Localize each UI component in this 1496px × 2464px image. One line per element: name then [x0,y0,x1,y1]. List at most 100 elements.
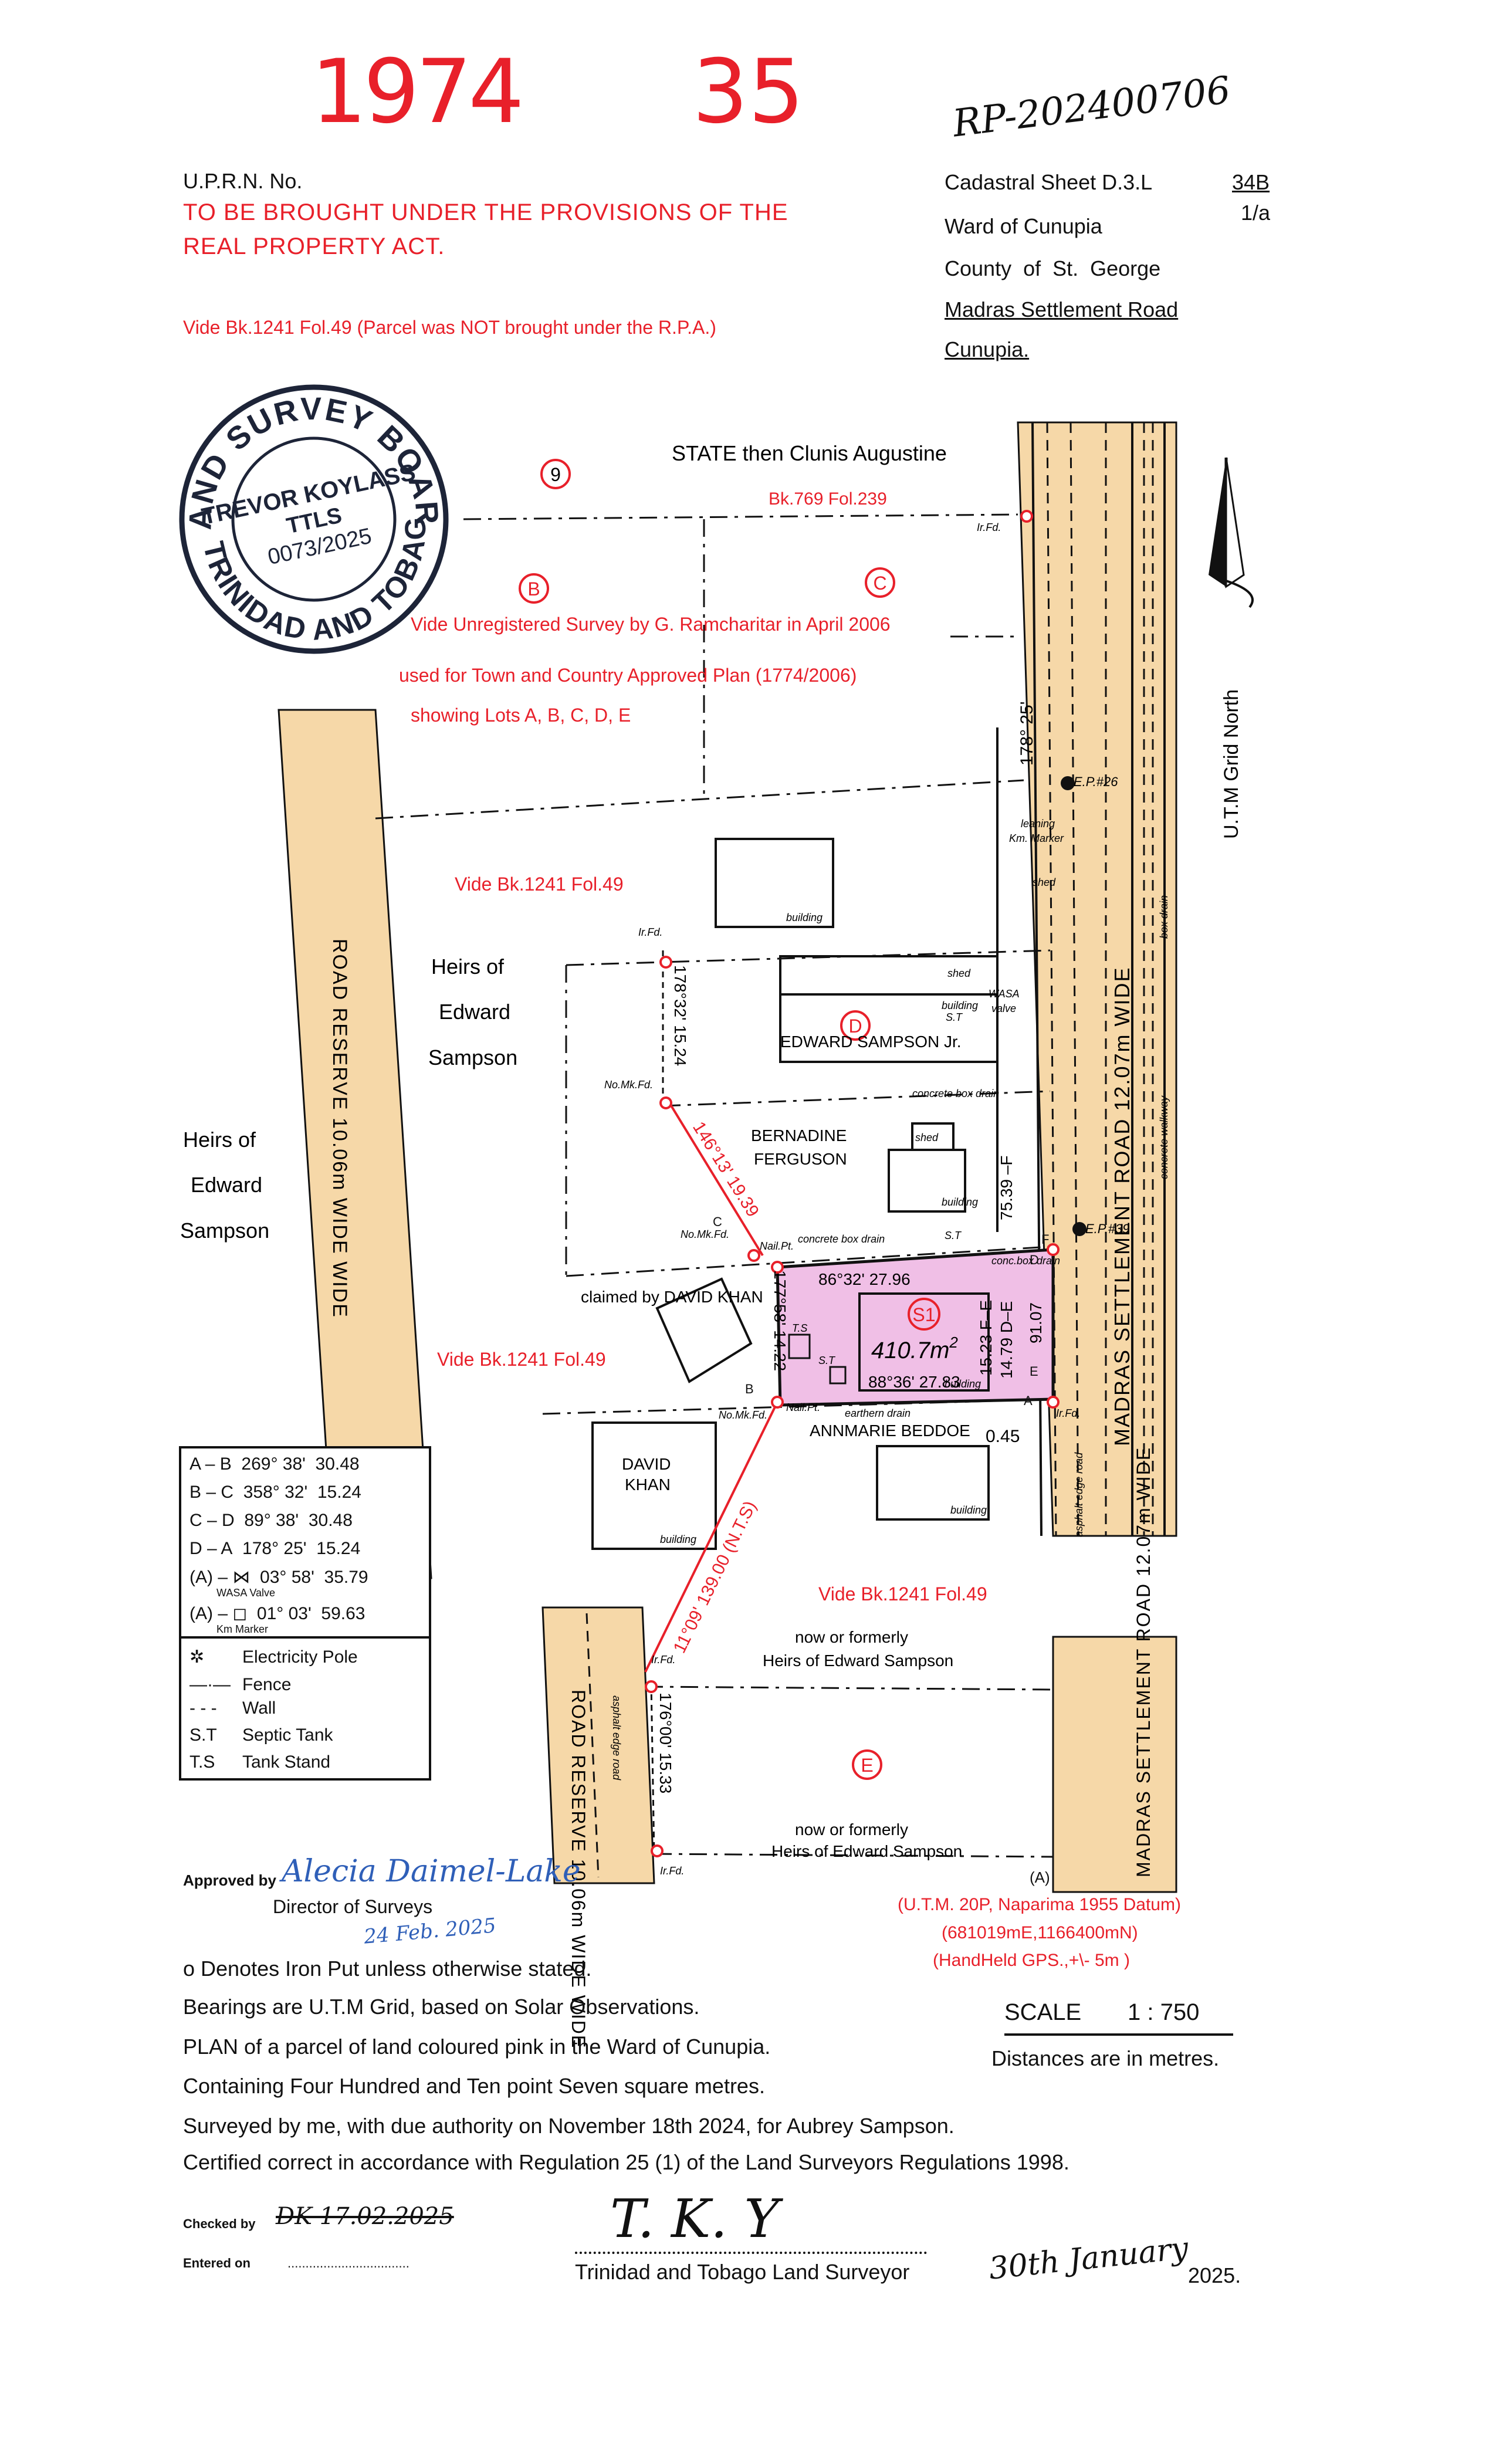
parcel-area: 410.7m2 [871,1333,958,1363]
entered-on-value: .................................. [287,2256,409,2270]
north-arrow [1209,457,1254,608]
county: County of St. George [945,256,1161,280]
point-c: C [713,1214,722,1229]
road-reserve-bottom [541,1606,655,1884]
scale-box: SCALE 1 : 750 [1004,1995,1233,2036]
label-boxdrain: box drain [1158,895,1170,939]
legend-row: (A) – ⋈ 03° 58' 35.79 [189,1568,368,1587]
label-building-6: building [950,1504,987,1516]
heirs-2-line-2: Edward [191,1173,262,1197]
label-nomkfd-3: No.Mk.Fd. [719,1409,767,1421]
entered-on-label: Entered on [183,2256,251,2270]
now-formerly-1b: Heirs of Edward Sampson [763,1651,953,1670]
road-reserve-left-label: ROAD RESERVE 10.06m WIDE WIDE [329,939,351,1318]
legend-row: (A) – ◻ 01° 03' 59.63 [189,1604,365,1623]
label-walkway: concrete walkway [1158,1095,1170,1179]
unregistered-line-3: showing Lots A, B, C, D, E [411,705,631,726]
label-st-2: S.T [946,1011,963,1023]
bearing-9107: 91.07 [1027,1302,1045,1343]
vide-ref-2: Vide Bk.1241 Fol.49 [437,1349,606,1370]
point-e: E [1030,1364,1038,1379]
bernadine-1: BERNADINE [751,1126,847,1145]
scale-value: 1 : 750 [1128,1999,1200,2025]
label-valve: valve [991,1003,1016,1014]
heirs-2-line-1: Heirs of [183,1128,256,1152]
label-ts: T.S [792,1322,807,1334]
rpa-line-2: REAL PROPERTY ACT. [183,233,445,259]
legend-symbol-pole: ✲Electricity Pole [189,1647,358,1667]
approved-by-label: Approved by [183,1871,276,1889]
label-leaning: leaning [1021,818,1055,830]
label-asphalt-2: asphalt edge road [611,1695,622,1781]
label-km-marker: Km. Marker [1009,832,1064,844]
bearing-right-2: 14.79 D–E [997,1301,1016,1379]
label-building-3: building [942,1196,978,1208]
legend-wasa-note: WASA Valve [216,1587,276,1599]
label-shed-2: shed [915,1132,939,1143]
label-irfd-4: Ir.Fd. [651,1654,675,1666]
electricity-pole-icon: ✲ [189,1647,205,1667]
sheet-bottom: 1/a [1241,201,1271,225]
legend-row: A – B 269° 38' 30.48 [189,1454,360,1474]
madras-road-label: MADRAS SETTLEMENT ROAD 12.07m WIDE [1110,967,1134,1446]
label-st: S.T [945,1230,962,1241]
director-signature: Alecia Daimel-Lake [282,1854,581,1889]
heirs-1-line-1: Heirs of [431,955,505,979]
madras-road-upper [1017,421,1177,1537]
note-surveyed: Surveyed by me, with due authority on No… [183,2114,955,2138]
building-annmarie [876,1445,990,1521]
survey-line-146 [665,1096,764,1257]
building-upper [715,838,834,928]
label-concrete-drain-1: concrete box drain [912,1088,999,1099]
surveyor-signature: T. K. Y [610,2188,779,2250]
unregistered-line-2: used for Town and Country Approved Plan … [399,665,857,686]
ward: Ward of Cunupia [945,214,1102,238]
plan-number-left: 1974 [311,41,524,143]
edward-jr: EDWARD SAMPSON Jr. [780,1033,962,1051]
vide-note-header: Vide Bk.1241 Fol.49 (Parcel was NOT brou… [183,317,716,338]
town-name: Cunupia. [945,337,1030,361]
grid-north: U.T.M Grid North [1220,689,1243,839]
road-name: Madras Settlement Road [945,297,1179,321]
bearing-top: 86°32' 27.96 [818,1270,911,1288]
septic-tank [829,1366,847,1385]
label-st-3: S.T [818,1355,836,1366]
label-irfd-3: Ir.Fd. [1056,1407,1080,1419]
label-shed-3: shed [1033,876,1056,888]
survey-line-long [644,1402,779,1673]
checked-by-label: Checked by [183,2216,256,2231]
lot-9: 9 [550,464,561,485]
legend-row: B – C 358° 32' 15.24 [189,1483,361,1502]
label-irfd-2: Ir.Fd. [638,926,662,938]
label-concrete-drain-2: concrete box drain [798,1233,885,1245]
tank-stand [788,1333,811,1359]
heirs-1-line-3: Sampson [428,1045,517,1069]
claimed-label: claimed by DAVID KHAN [581,1288,763,1306]
lot-e: E [861,1755,873,1776]
now-formerly-2b: Heirs of Edward Sampson [771,1842,962,1860]
distances-note: Distances are in metres. [991,2046,1220,2070]
label-building-4: building [945,1378,981,1390]
state-owner: STATE then Clunis Augustine [672,441,947,465]
madras-road-bottom-label: MADRAS SETTLEMENT ROAD 12.07m WIDE [1133,1447,1154,1877]
madras-road-lower [1052,1636,1177,1893]
plan-number-right: 35 [692,41,804,143]
area-value: 410.7m [871,1338,949,1363]
label-earthen-drain: earthern drain [845,1407,911,1419]
legend-km-note: Km Marker [216,1623,269,1635]
label-ep39: E.P.#39 [1085,1221,1129,1236]
lot-d: D [848,1016,862,1037]
surveyor-title: Trinidad and Tobago Land Surveyor [575,2260,910,2284]
label-nomkfd-2: No.Mk.Fd. [681,1228,729,1240]
legend-box: A – B 269° 38' 30.48 B – C 358° 32' 15.2… [179,1446,431,1781]
heirs-1-line-2: Edward [439,1000,510,1024]
label-nailpt-1: Nail.Pt. [760,1240,794,1252]
road-reserve-left [277,709,432,1579]
note-certified: Certified correct in accordance with Reg… [183,2150,1069,2174]
note-bearings: Bearings are U.T.M Grid, based on Solar … [183,1995,700,2019]
point-f: F [1041,1232,1049,1247]
lot-s1: S1 [912,1304,935,1325]
david-2: KHAN [625,1475,671,1494]
label-nomkfd-1: No.Mk.Fd. [604,1079,653,1091]
